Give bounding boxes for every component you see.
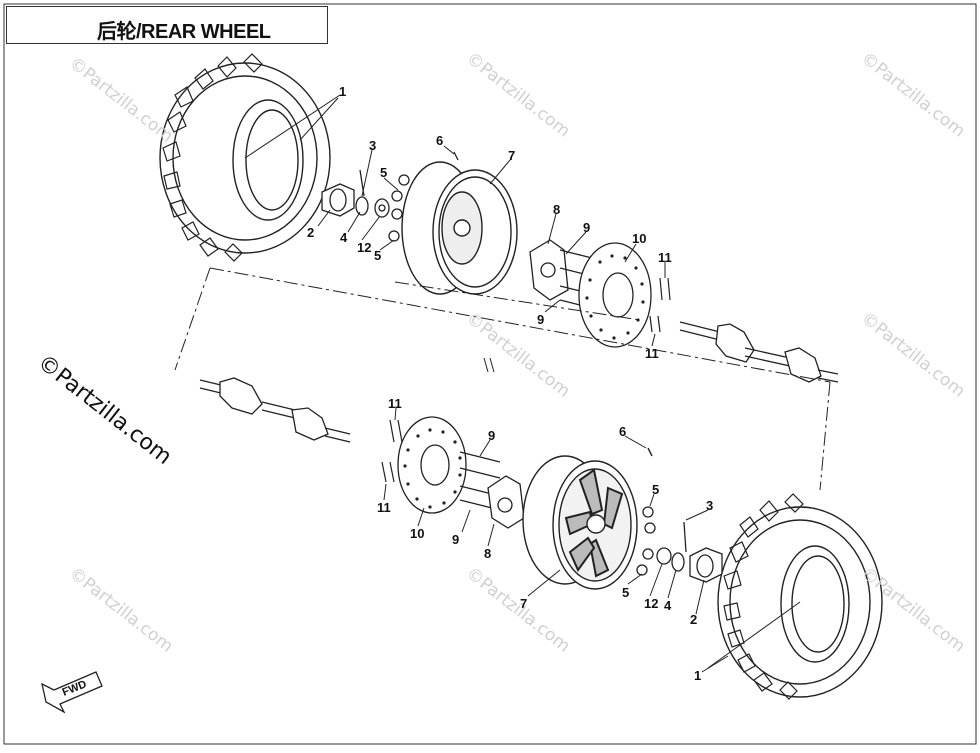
hub-parts-bottom	[636, 506, 723, 583]
callout-3-top: 3	[369, 138, 376, 153]
callout-5b-bottom: 5	[622, 585, 629, 600]
callout-4-top: 4	[340, 230, 348, 245]
callouts: 1 2 3 4 12 5 5 6 7 8 9 9 10 11 11 11 11 …	[307, 84, 713, 683]
callout-9b-top: 9	[537, 312, 544, 327]
leader-lines	[299, 97, 729, 673]
break-marks	[483, 357, 495, 373]
brake-disc-bottom	[397, 416, 467, 514]
callout-9b-bottom: 9	[452, 532, 459, 547]
brake-disc-top	[578, 242, 652, 348]
callout-8-top: 8	[553, 202, 560, 217]
callout-5b-top: 5	[374, 248, 381, 263]
callout-11b-bottom: 11	[377, 500, 391, 515]
callout-7-bottom: 7	[520, 596, 527, 611]
tire-bottom	[707, 493, 883, 700]
axle-shaft-top	[679, 321, 839, 383]
callout-6-top: 6	[436, 133, 443, 148]
callout-6-bottom: 6	[619, 424, 626, 439]
callout-1-top: 1	[339, 84, 346, 99]
callout-9a-top: 9	[583, 220, 590, 235]
rim-bottom	[522, 447, 653, 590]
callout-3-bottom: 3	[706, 498, 713, 513]
callout-11a-bottom: 11	[388, 396, 402, 411]
callout-7-top: 7	[508, 148, 515, 163]
page-title: 后轮/REAR WHEEL	[97, 21, 271, 43]
bolts-bottom	[381, 419, 403, 483]
callout-5a-bottom: 5	[652, 482, 659, 497]
callout-11a-top: 11	[658, 250, 672, 265]
callout-11b-top: 11	[645, 346, 659, 361]
hub-flange-bottom	[459, 451, 525, 529]
hub-parts-top	[321, 151, 459, 242]
callout-5a-top: 5	[380, 165, 387, 180]
title-box: 后轮/REAR WHEEL	[6, 6, 328, 44]
callout-4-bottom: 4	[664, 598, 672, 613]
callout-2-top: 2	[307, 225, 314, 240]
callout-12-bottom: 12	[644, 596, 658, 611]
rim-top	[401, 161, 518, 295]
callout-10-top: 10	[632, 231, 646, 246]
connection-lines	[174, 267, 831, 491]
callout-9a-bottom: 9	[488, 428, 495, 443]
fwd-arrow-icon: FWD	[41, 671, 103, 714]
axle-shaft-bottom	[199, 377, 351, 443]
callout-10-bottom: 10	[410, 526, 424, 541]
outer-border	[3, 3, 977, 745]
bolts-top	[649, 277, 671, 333]
callout-2-bottom: 2	[690, 612, 697, 627]
tire-top	[159, 53, 341, 262]
callout-1-bottom: 1	[694, 668, 701, 683]
callout-8-bottom: 8	[484, 546, 491, 561]
callout-12-top: 12	[357, 240, 371, 255]
